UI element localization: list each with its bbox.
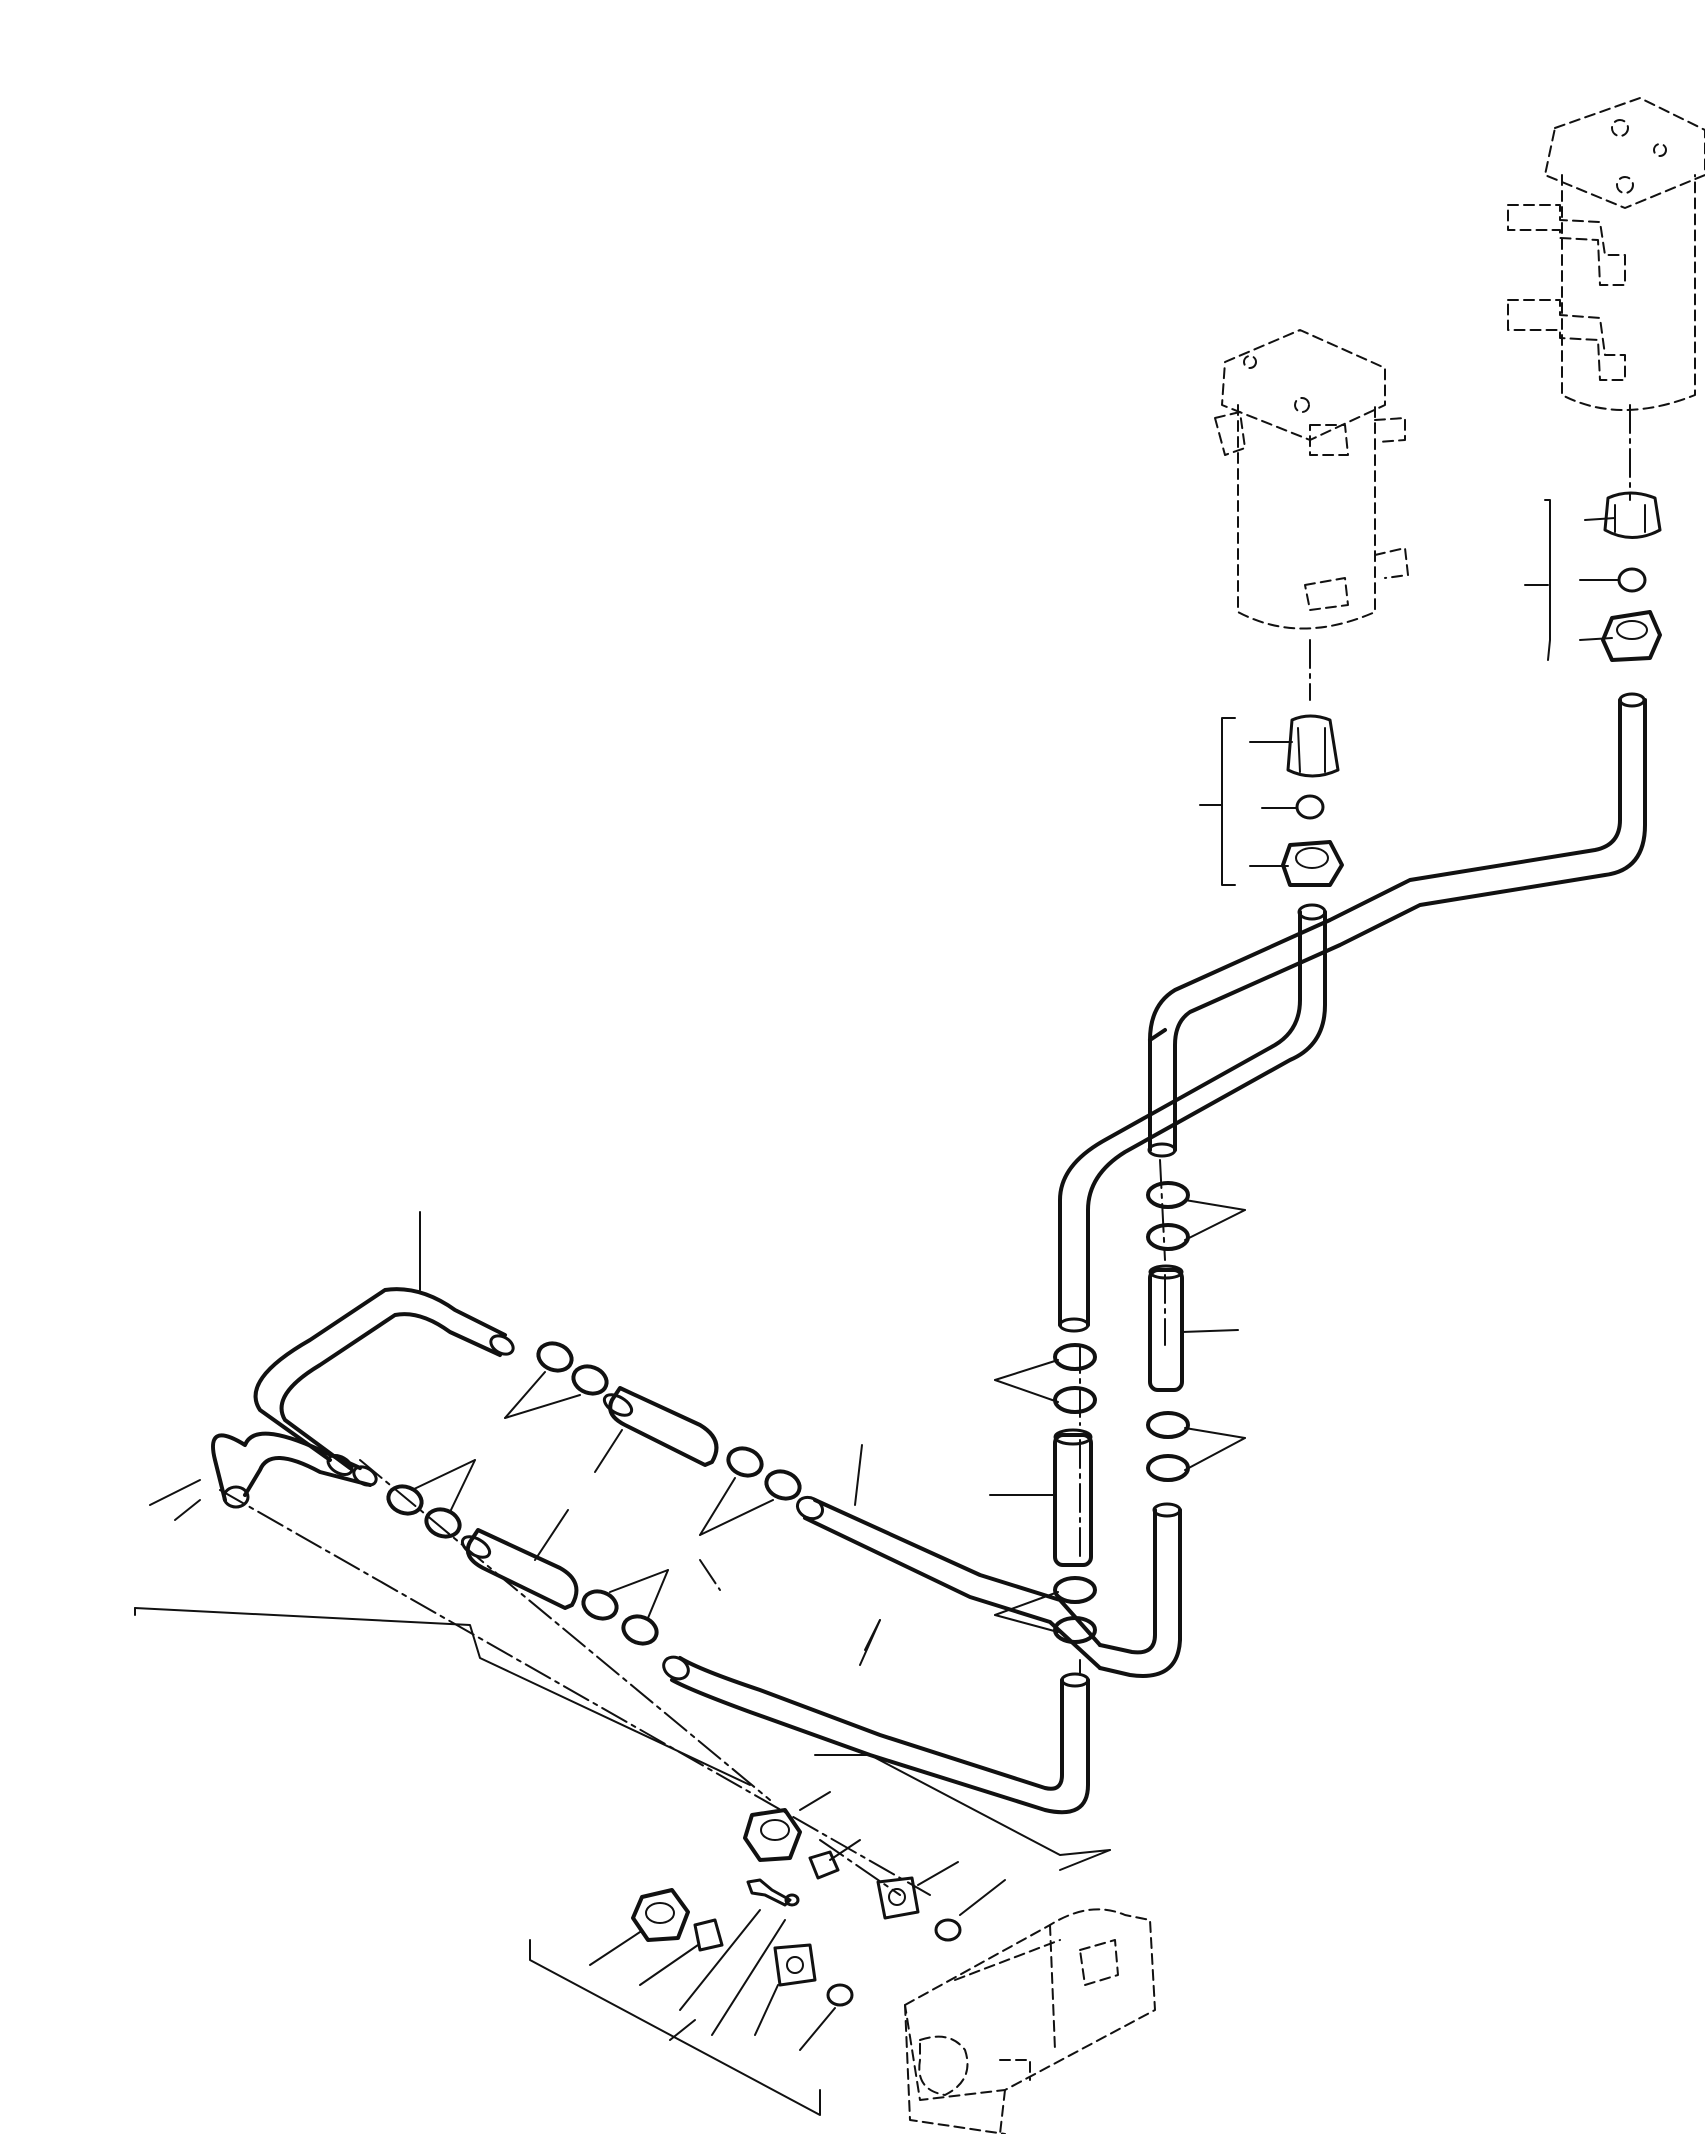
clamp-row-upper-2 (699, 1446, 802, 1536)
clamp-row-lower-2 (581, 1569, 669, 1646)
fitting-stack-middle (1199, 714, 1344, 887)
hose-left-vertical (989, 1428, 1093, 1567)
clamp-row-upper-1 (504, 1341, 609, 1419)
clamp-group-middle (1146, 1411, 1246, 1482)
clamp-group-left-vertical (994, 1343, 1097, 1414)
fitting-group-upper (743, 1754, 1111, 1942)
hydraulic-pump (904, 1908, 1156, 2134)
hose-row-lower (460, 1509, 579, 1610)
assembly-bracket-left (134, 1499, 751, 1786)
fitting-group-lower (529, 1878, 854, 2116)
cylinder-middle (1214, 329, 1409, 630)
cylinder-right (1507, 97, 1705, 411)
tube-middle-horizontal (795, 1444, 1102, 1670)
clamp-group-upper (1146, 1181, 1246, 1251)
hose-right-upper (1148, 1264, 1239, 1392)
tube-right-lower (1098, 1502, 1182, 1678)
tube-short-return (1147, 1028, 1177, 1158)
tube-pump-feed (662, 1619, 1090, 1815)
tube-middle-bend (1058, 903, 1327, 1333)
clamp-row-lower-1 (386, 1459, 476, 1539)
fitting-stack-right (1524, 491, 1662, 662)
tube-left-lower-loop (149, 1431, 378, 1509)
hose-row-upper (594, 1386, 719, 1473)
tube-left-upper-loop (253, 1211, 515, 1476)
center-lines (219, 404, 1631, 1896)
tube-right-long (1148, 692, 1647, 1112)
